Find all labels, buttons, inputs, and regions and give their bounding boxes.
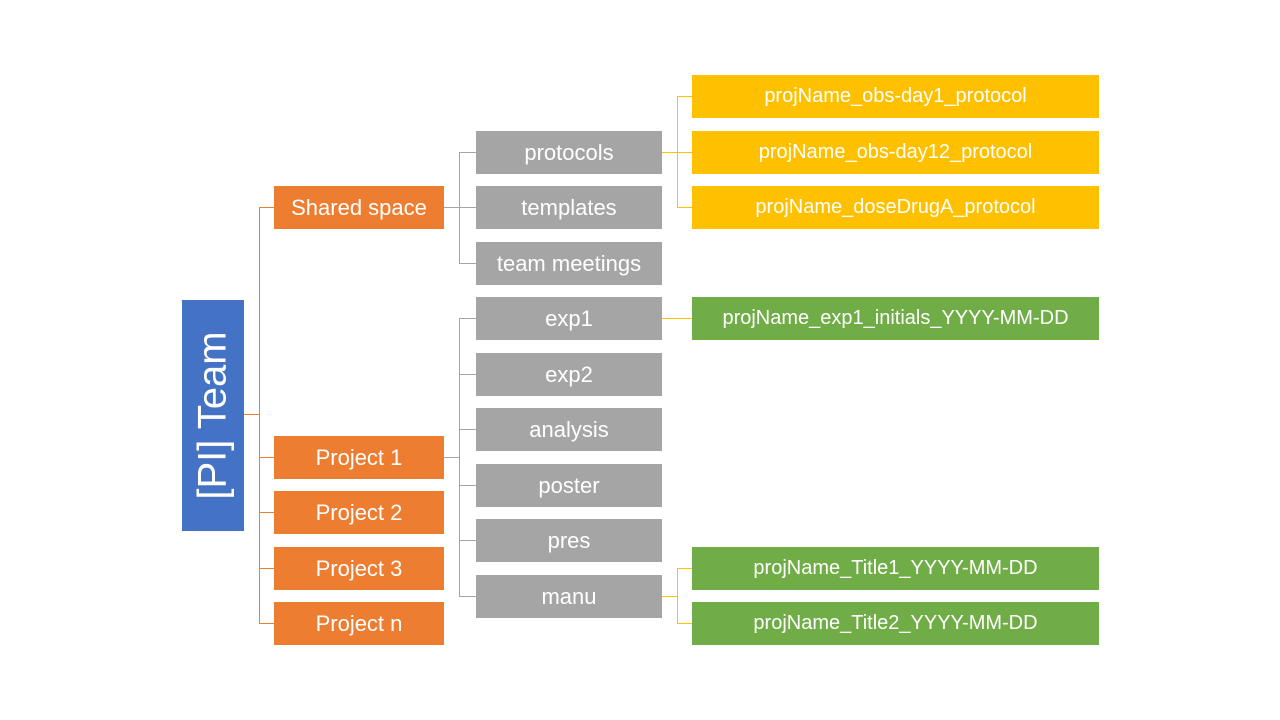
connector-root-stub — [244, 414, 260, 415]
connector-root-spine — [259, 207, 260, 624]
protocol-file-node[interactable]: projName_doseDrugA_protocol — [692, 186, 1099, 229]
connector-to-project2 — [259, 512, 274, 513]
connector-to-poster — [459, 485, 476, 486]
connector-to-manu-file-1 — [677, 568, 692, 569]
connector-to-project3 — [259, 568, 274, 569]
team-meetings-node[interactable]: team meetings — [476, 242, 662, 285]
protocol-file-node[interactable]: projName_obs-day1_protocol — [692, 75, 1099, 118]
protocols-node[interactable]: protocols — [476, 131, 662, 174]
connector-to-projectn — [259, 623, 274, 624]
poster-node[interactable]: poster — [476, 464, 662, 507]
pi-team-node[interactable]: [PI] Team — [182, 300, 244, 531]
connector-to-pres — [459, 540, 476, 541]
connector-to-manu — [459, 596, 476, 597]
connector-to-exp2 — [459, 374, 476, 375]
shared-space-node[interactable]: Shared space — [274, 186, 444, 229]
connector-manu-stub — [662, 596, 678, 597]
exp2-node[interactable]: exp2 — [476, 353, 662, 396]
connector-to-protocols — [459, 152, 476, 153]
connector-protocols-stub — [662, 152, 678, 153]
connector-manu-spine — [677, 568, 678, 624]
protocol-file-node[interactable]: projName_obs-day12_protocol — [692, 131, 1099, 174]
templates-node[interactable]: templates — [476, 186, 662, 229]
connector-to-shared-space — [259, 207, 274, 208]
connector-to-exp1-file — [662, 318, 692, 319]
connector-to-protocol-file-3 — [677, 207, 692, 208]
connector-project1-stub — [444, 457, 460, 458]
exp1-node[interactable]: exp1 — [476, 297, 662, 340]
manu-node[interactable]: manu — [476, 575, 662, 618]
connector-to-templates — [459, 207, 476, 208]
pi-team-label: [PI] Team — [190, 331, 235, 500]
manu-file-node[interactable]: projName_Title1_YYYY-MM-DD — [692, 547, 1099, 590]
connector-to-team-meetings — [459, 263, 476, 264]
manu-file-node[interactable]: projName_Title2_YYYY-MM-DD — [692, 602, 1099, 645]
connector-to-exp1 — [459, 318, 476, 319]
connector-to-analysis — [459, 429, 476, 430]
connector-project1-spine — [459, 318, 460, 597]
analysis-node[interactable]: analysis — [476, 408, 662, 451]
connector-to-project1 — [259, 457, 274, 458]
pres-node[interactable]: pres — [476, 519, 662, 562]
project-n-node[interactable]: Project n — [274, 602, 444, 645]
connector-to-manu-file-2 — [677, 623, 692, 624]
project-1-node[interactable]: Project 1 — [274, 436, 444, 479]
connector-shared-stub — [444, 207, 460, 208]
connector-to-protocol-file-2 — [677, 152, 692, 153]
exp1-file-node[interactable]: projName_exp1_initials_YYYY-MM-DD — [692, 297, 1099, 340]
project-3-node[interactable]: Project 3 — [274, 547, 444, 590]
project-2-node[interactable]: Project 2 — [274, 491, 444, 534]
connector-to-protocol-file-1 — [677, 96, 692, 97]
